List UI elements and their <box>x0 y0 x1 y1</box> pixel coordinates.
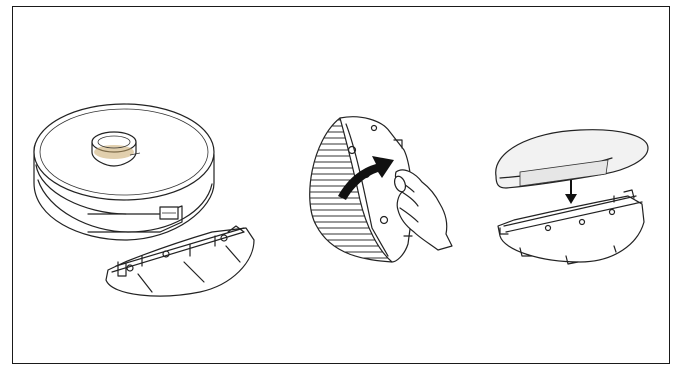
robot-vacuum <box>34 104 214 240</box>
mop-pad <box>496 130 648 188</box>
down-arrow <box>565 180 577 204</box>
mop-bracket-2 <box>300 117 413 262</box>
